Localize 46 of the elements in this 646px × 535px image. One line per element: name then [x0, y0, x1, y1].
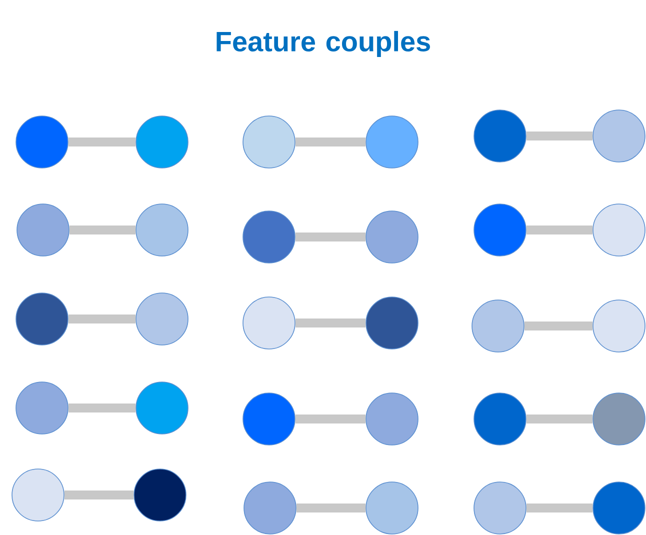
connector-bar: [69, 226, 136, 234]
connector-bar: [68, 314, 136, 324]
connector-bar: [295, 138, 366, 146]
circle: [592, 392, 646, 446]
circle: [136, 292, 188, 346]
circle: [242, 392, 296, 446]
connector-bar: [526, 414, 593, 424]
circle: [592, 300, 646, 352]
connector-bar: [524, 321, 593, 330]
circle: [242, 296, 296, 350]
connector-bar: [526, 132, 593, 140]
circle: [136, 204, 188, 256]
connector-bar: [526, 503, 593, 512]
title: Feature couples: [216, 30, 430, 58]
circle: [16, 382, 68, 434]
connector-bar: [295, 318, 366, 328]
circle: [366, 482, 418, 534]
circle: [474, 392, 526, 446]
circle: [242, 210, 296, 264]
circle: [244, 482, 296, 534]
circle: [366, 116, 418, 168]
circle: [16, 292, 68, 346]
circle: [12, 468, 64, 522]
circle: [134, 468, 186, 522]
connector-bar: [296, 503, 366, 512]
circle: [592, 110, 646, 162]
circle: [242, 116, 296, 168]
circle: [592, 204, 646, 256]
circle: [472, 300, 524, 352]
connector-bar: [295, 414, 366, 424]
circle: [366, 296, 418, 350]
circle: [474, 204, 526, 256]
circle: [16, 204, 70, 256]
circle: [16, 116, 68, 168]
circle: [136, 382, 188, 434]
circle: [366, 392, 418, 446]
connector-bar: [526, 226, 593, 234]
connector-bar: [68, 403, 136, 412]
circle: [474, 482, 526, 534]
circle: [474, 110, 526, 162]
connector-bar: [295, 232, 366, 242]
circle: [366, 210, 418, 264]
connector-bar: [68, 138, 136, 146]
circle: [592, 482, 646, 534]
circle: [136, 116, 188, 168]
connector-bar: [64, 490, 134, 500]
